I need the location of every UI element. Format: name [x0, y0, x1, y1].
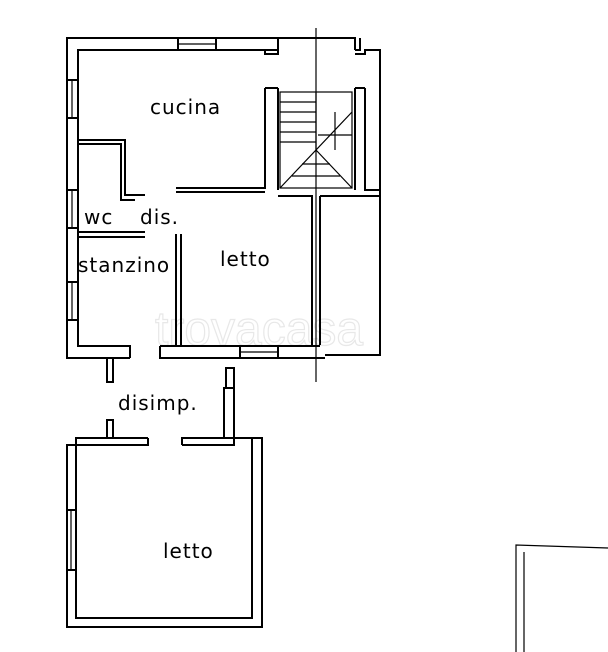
- room-label-wc: wc: [84, 205, 113, 229]
- staircase: [279, 91, 353, 189]
- room-label-disimp: disimp.: [118, 391, 198, 415]
- room-label-cucina: cucina: [150, 95, 221, 119]
- lower-unit-walls: [66, 387, 263, 628]
- watermark: trovacasa: [155, 303, 363, 356]
- room-label-letto-lower: letto: [163, 539, 214, 563]
- upper-unit-walls: [66, 28, 381, 383]
- room-label-stanzino: stanzino: [78, 253, 170, 277]
- room-label-dis: dis.: [140, 205, 179, 229]
- room-label-letto-upper: letto: [220, 247, 271, 271]
- neighbor-outline: [515, 544, 608, 652]
